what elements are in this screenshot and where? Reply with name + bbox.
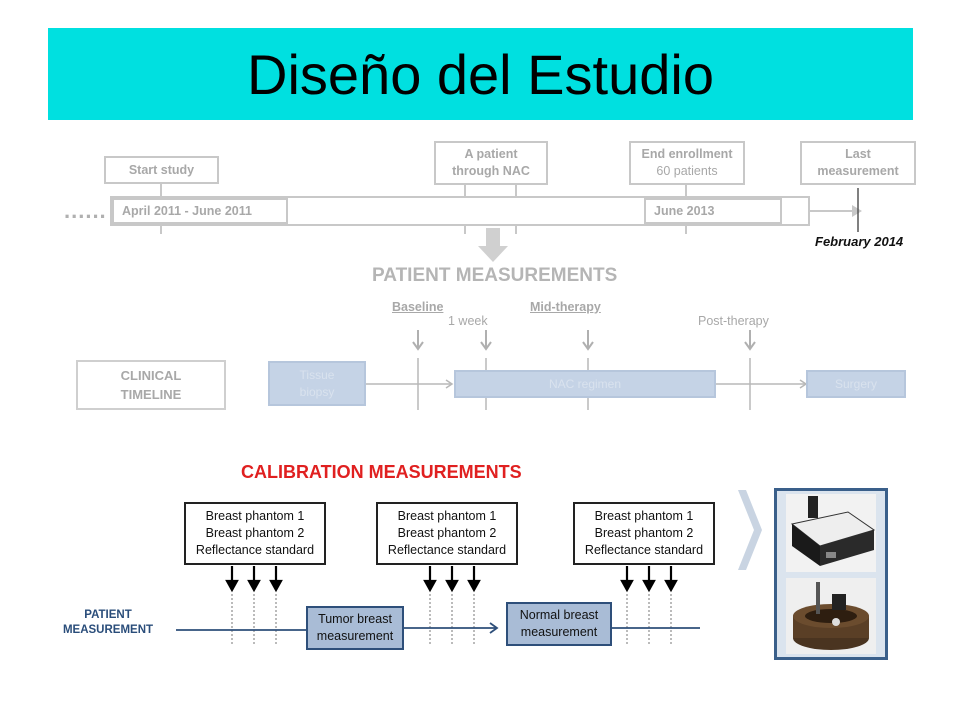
- patient-measurement-line2: MEASUREMENT: [62, 624, 154, 636]
- phantom-2-label: Breast phantom 2: [397, 526, 497, 540]
- tick-enroll-bottom: [685, 226, 687, 234]
- tick-patient-a-top: [464, 185, 466, 196]
- one-week-label: 1 week: [448, 314, 488, 328]
- period-start-label: April 2011 - June 2011: [122, 204, 252, 218]
- phantom-1-label: Breast phantom 1: [205, 509, 305, 523]
- slide-title: Diseño del Estudio: [247, 42, 714, 106]
- final-date-label: February 2014: [815, 234, 904, 249]
- tick-patient-b-top: [515, 185, 517, 196]
- last-measurement-line2: measurement: [817, 164, 899, 178]
- normal-breast-line2: measurement: [520, 625, 598, 639]
- cal-patient-line: [176, 622, 700, 634]
- timeline-arrow-head: [852, 205, 862, 217]
- cal-dotted-lines: [231, 594, 672, 646]
- tumor-breast-line2: measurement: [316, 629, 394, 643]
- phantom-2-label: Breast phantom 2: [205, 526, 305, 540]
- normal-breast-measurement-box: Normal breast measurement: [506, 602, 612, 646]
- pm-arrows: [412, 330, 756, 351]
- patient-nac-line2: through NAC: [452, 164, 530, 178]
- tumor-breast-line1: Tumor breast: [318, 612, 392, 626]
- phantom-device-photo: [786, 494, 876, 572]
- end-enrollment-box: End enrollment 60 patients: [629, 141, 745, 185]
- tumor-breast-measurement-box: Tumor breast measurement: [306, 606, 404, 650]
- patient-measurement-line1: PATIENT: [84, 609, 132, 621]
- period-start-segment: April 2011 - June 2011: [112, 198, 288, 224]
- calibration-group-1: Breast phantom 1 Breast phantom 2 Reflec…: [184, 502, 326, 565]
- surgery-box: Surgery: [806, 370, 906, 398]
- tick-patient-b-bottom: [515, 226, 517, 234]
- cal-arrows: [225, 566, 678, 593]
- clinical-timeline-line1: CLINICAL: [120, 368, 182, 383]
- baseline-label: Baseline: [392, 300, 444, 314]
- start-study-label: Start study: [128, 162, 195, 177]
- post-therapy-label: Post-therapy: [698, 314, 769, 328]
- patient-nac-line1: A patient: [464, 147, 518, 161]
- tick-start-top: [160, 184, 162, 196]
- down-arrow-icon: [478, 228, 508, 262]
- normal-breast-line1: Normal breast: [519, 608, 599, 622]
- last-measurement-line1: Last: [845, 147, 871, 161]
- last-measurement-box: Last measurement: [800, 141, 916, 185]
- patient-measurements-title: PATIENT MEASUREMENTS: [372, 265, 618, 286]
- tissue-biopsy-line1: Tissue: [299, 367, 335, 382]
- end-enrollment-line2: 60 patients: [656, 164, 718, 178]
- tissue-biopsy-line2: biopsy: [299, 384, 335, 399]
- mid-therapy-label: Mid-therapy: [530, 300, 601, 314]
- calibration-title: CALIBRATION MEASUREMENTS: [241, 462, 522, 482]
- phantom-1-label: Breast phantom 1: [397, 509, 497, 523]
- phantom-2-label: Breast phantom 2: [594, 526, 694, 540]
- timeline-dots: ......: [64, 198, 107, 223]
- calibration-group-2: Breast phantom 1 Breast phantom 2 Reflec…: [376, 502, 518, 565]
- slide-title-bar: Diseño del Estudio: [48, 28, 913, 120]
- calibration-group-3: Breast phantom 1 Breast phantom 2 Reflec…: [573, 502, 715, 565]
- reflectance-standard-label: Reflectance standard: [387, 543, 507, 557]
- end-enrollment-line1: End enrollment: [641, 147, 733, 161]
- chevron-right-icon: [738, 490, 762, 570]
- period-end-label: June 2013: [654, 204, 715, 218]
- reflectance-standard-label: Reflectance standard: [195, 543, 315, 557]
- tick-start-bottom: [160, 226, 162, 234]
- period-end-segment: June 2013: [644, 198, 782, 224]
- patient-nac-box: A patient through NAC: [434, 141, 548, 185]
- probe-cylinder-photo: [786, 578, 876, 654]
- phantom-1-label: Breast phantom 1: [594, 509, 694, 523]
- start-study-box: Start study: [104, 156, 219, 184]
- surgery-label: Surgery: [834, 376, 878, 391]
- clinical-timeline-box: CLINICAL TIMELINE: [76, 360, 226, 410]
- clinical-timeline-line2: TIMELINE: [120, 387, 182, 402]
- patient-measurement-label: PATIENT MEASUREMENT: [60, 608, 156, 638]
- probe-cylinder-image: [786, 578, 876, 654]
- tick-enroll-top: [685, 185, 687, 196]
- phantom-device-image: [786, 494, 876, 572]
- tick-patient-a-bottom: [464, 226, 466, 234]
- nac-regimen-box: NAC regimen: [454, 370, 716, 398]
- reflectance-standard-label: Reflectance standard: [584, 543, 704, 557]
- nac-regimen-label: NAC regimen: [548, 376, 622, 391]
- tissue-biopsy-box: Tissue biopsy: [268, 361, 366, 406]
